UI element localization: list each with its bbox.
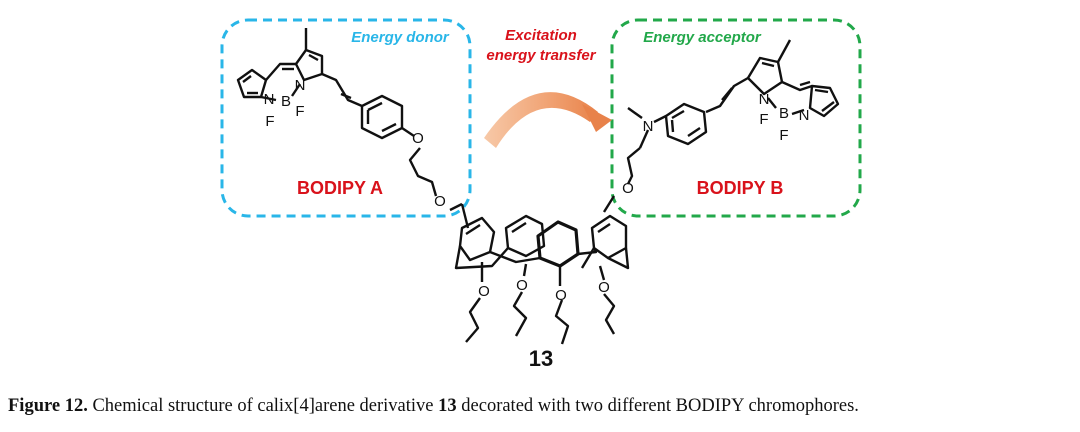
transfer-label-line1: Excitation <box>505 27 577 44</box>
svg-text:O: O <box>516 277 528 294</box>
svg-text:F: F <box>759 111 768 128</box>
svg-text:N: N <box>643 118 654 135</box>
calixarene-core <box>449 195 630 345</box>
acceptor-label: Energy acceptor <box>643 29 762 46</box>
compound-number: 13 <box>529 346 553 371</box>
donor-box <box>220 18 472 218</box>
bodipy-b-structure <box>626 39 840 185</box>
svg-text:N: N <box>799 107 810 124</box>
svg-text:N: N <box>759 91 770 108</box>
svg-text:N: N <box>264 91 275 108</box>
svg-text:F: F <box>779 127 788 144</box>
svg-text:B: B <box>281 93 291 110</box>
bodipy-a-atoms: N B N F F O O <box>264 77 446 210</box>
svg-text:O: O <box>622 180 634 197</box>
svg-text:F: F <box>295 103 304 120</box>
svg-text:B: B <box>779 105 789 122</box>
svg-text:O: O <box>598 279 610 296</box>
caption-text-after: decorated with two different BODIPY chro… <box>461 396 859 416</box>
bodipy-a-structure <box>236 28 438 197</box>
caption-compound: 13 <box>438 396 457 416</box>
donor-label: Energy donor <box>351 29 450 46</box>
bodipy-b-label: BODIPY B <box>697 178 784 198</box>
transfer-label-line2: energy transfer <box>486 47 596 64</box>
svg-text:O: O <box>412 130 424 147</box>
figure-caption: Figure 12. Chemical structure of calix[4… <box>8 396 1072 417</box>
calixarene-atoms: O O O O <box>478 277 610 304</box>
acceptor-box <box>610 18 862 218</box>
svg-text:F: F <box>265 113 274 130</box>
bodipy-a-label: BODIPY A <box>297 178 383 198</box>
svg-text:O: O <box>434 193 446 210</box>
svg-text:N: N <box>295 77 306 94</box>
svg-text:O: O <box>555 287 567 304</box>
energy-transfer-arrow <box>484 92 612 148</box>
caption-label: Figure 12. <box>8 396 88 416</box>
caption-text-before: Chemical structure of calix[4]arene deri… <box>92 396 434 416</box>
bodipy-b-atoms: N N B N F F O <box>622 91 809 197</box>
svg-text:O: O <box>478 283 490 300</box>
